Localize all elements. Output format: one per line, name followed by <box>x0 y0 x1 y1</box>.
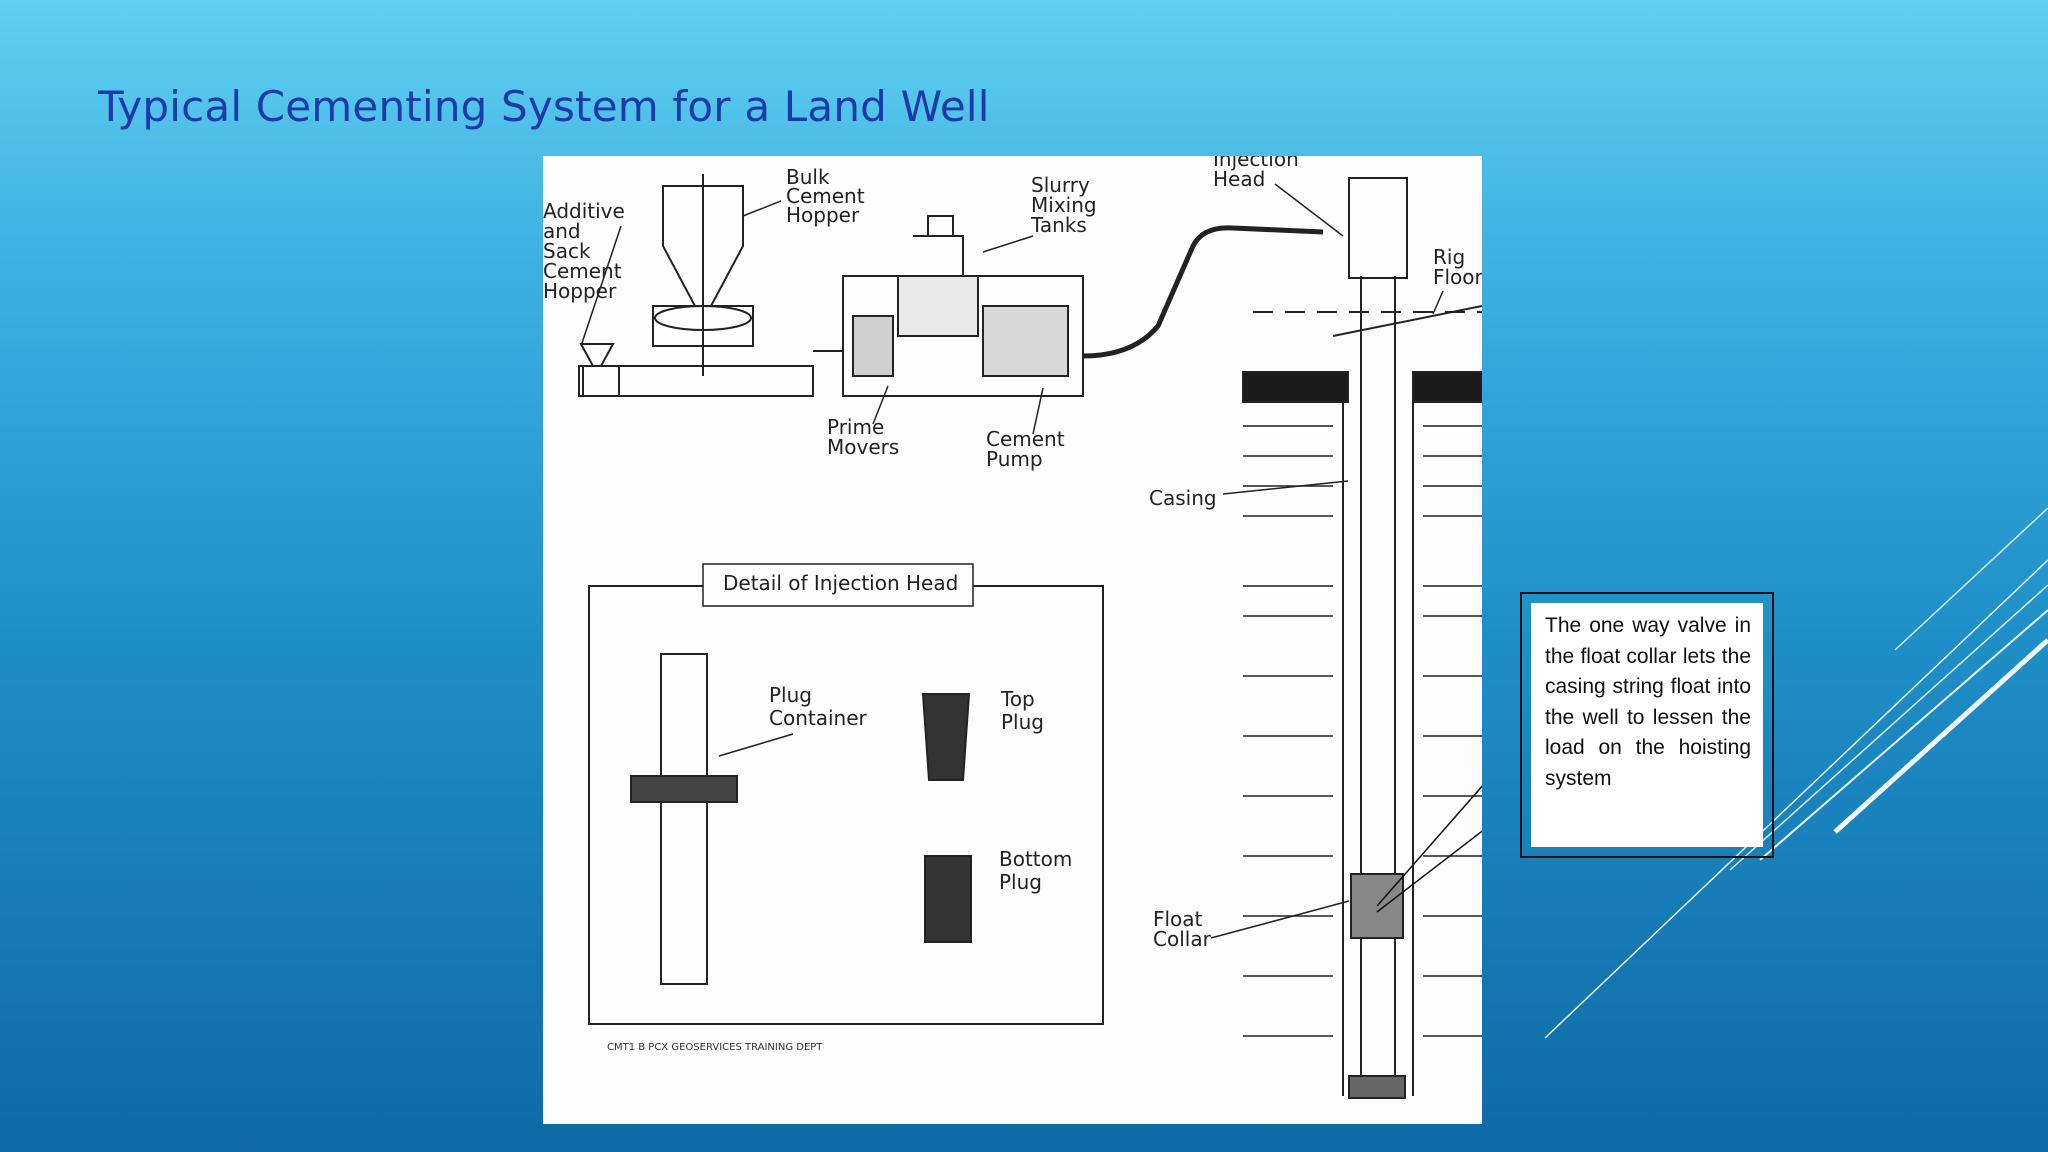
label-top-plug-2: Plug <box>1001 710 1044 734</box>
callout-box: The one way valve in the float collar le… <box>1520 592 1774 858</box>
label-bottom-plug-1: Bottom <box>999 847 1072 871</box>
label-float-collar-2: Collar <box>1153 927 1212 951</box>
label-bulk-hopper-2: Cement <box>786 184 865 208</box>
label-injection-head-2: Head <box>1213 167 1265 191</box>
label-casing: Casing <box>1149 486 1217 510</box>
label-prime-movers-2: Movers <box>827 435 899 459</box>
label-bulk-hopper-1: Bulk <box>786 165 830 189</box>
detail-box <box>588 585 1104 1025</box>
label-additive-hopper-2: and <box>543 219 581 243</box>
label-rig-floor-2: Floor <box>1433 265 1482 289</box>
label-top-plug-1: Top <box>1000 687 1035 711</box>
label-credit: CMT1 B PCX GEOSERVICES TRAINING DEPT <box>607 1042 823 1053</box>
callout-text: The one way valve in the float collar le… <box>1531 603 1763 847</box>
label-plug-container-1: Plug <box>769 683 812 707</box>
label-slurry-tanks-2: Mixing <box>1031 193 1097 217</box>
label-cement-pump-2: Pump <box>986 447 1043 471</box>
bottom-plug-shape <box>924 855 972 943</box>
additive-hopper-shape <box>579 343 615 367</box>
slide-title: Typical Cementing System for a Land Well <box>98 82 990 131</box>
label-additive-hopper-4: Cement <box>543 259 622 283</box>
float-collar-shape <box>1350 873 1404 939</box>
label-additive-hopper-1: Additive <box>543 199 625 223</box>
label-prime-movers-1: Prime <box>827 415 884 439</box>
label-slurry-tanks-1: Slurry <box>1031 173 1090 197</box>
plug-container-shape <box>660 653 708 985</box>
label-injection-head-1: Injection <box>1213 156 1299 171</box>
label-rig-floor-1: Rig <box>1433 245 1465 269</box>
label-bulk-hopper-3: Hopper <box>786 203 860 227</box>
label-detail-title: Detail of Injection Head <box>723 571 958 595</box>
label-cement-pump-1: Cement <box>986 427 1065 451</box>
label-additive-hopper-5: Hopper <box>543 279 617 303</box>
label-float-collar-1: Float <box>1153 907 1203 931</box>
label-plug-container-2: Container <box>769 706 868 730</box>
top-plug-shape <box>921 693 971 781</box>
label-additive-hopper-3: Sack <box>543 239 591 263</box>
label-slurry-tanks-3: Tanks <box>1030 213 1087 237</box>
label-bottom-plug-2: Plug <box>999 870 1042 894</box>
